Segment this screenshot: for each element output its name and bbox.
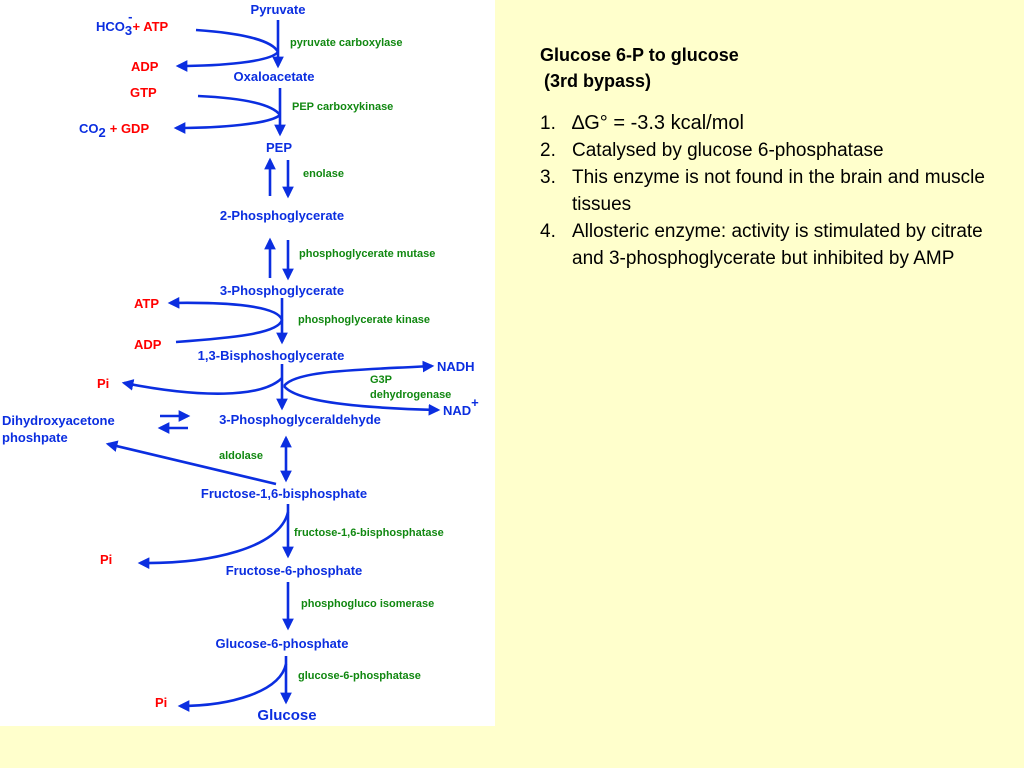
- list-item-text: Catalysed by glucose 6-phosphatase: [572, 140, 884, 161]
- list-item-number: 2.: [540, 140, 556, 161]
- enzyme-pyruvate-carboxylase: pyruvate carboxylase: [290, 37, 403, 49]
- cofactor-pi-2: Pi: [100, 552, 112, 567]
- arrow-pi-out-2: [137, 511, 290, 569]
- enzyme-g3p-line2: dehydrogenase: [370, 389, 451, 401]
- metabolite-pyruvate: Pyruvate: [251, 2, 306, 17]
- list-item-number: 3.: [540, 167, 556, 188]
- metabolite-dhap-line2: phoshpate: [2, 430, 68, 445]
- enzyme-phosphoglycerate-kinase: phosphoglycerate kinase: [298, 314, 430, 326]
- metabolite-glucose-6-phosphate: Glucose-6-phosphate: [216, 636, 349, 651]
- enzyme-pep-carboxykinase: PEP carboxykinase: [292, 101, 393, 113]
- metabolite-3-phosphoglycerate: 3-Phosphoglycerate: [220, 283, 344, 298]
- notes-panel: Glucose 6-P to glucose (3rd bypass) 1. ∆…: [540, 42, 1000, 272]
- list-item: 2. Catalysed by glucose 6-phosphatase: [540, 137, 1000, 164]
- cofactor-co2: CO2+ GDP: [79, 121, 149, 140]
- cofactor-gtp: GTP: [130, 85, 157, 100]
- list-item: 3. This enzyme is not found in the brain…: [540, 164, 1000, 218]
- arrow-gtp-in: [197, 94, 282, 116]
- list-item-number: 4.: [540, 221, 556, 242]
- metabolite-2-phosphoglycerate: 2-Phosphoglycerate: [220, 208, 344, 223]
- list-item-number: 1.: [540, 113, 556, 134]
- metabolite-oxaloacetate: Oxaloacetate: [234, 69, 315, 84]
- metabolite-1-3-bisphosphoglycerate: 1,3-Bisphoshoglycerate: [198, 348, 345, 363]
- enzyme-fructose-bisphosphatase: fructose-1,6-bisphosphatase: [294, 527, 444, 539]
- enzyme-phosphogluco-isomerase: phosphogluco isomerase: [301, 598, 434, 610]
- metabolite-fructose-6-phosphate: Fructose-6-phosphate: [226, 563, 363, 578]
- cofactor-pi-1: Pi: [97, 376, 109, 391]
- notes-title: Glucose 6-P to glucose: [540, 45, 739, 65]
- arrow-pi-out-3: [177, 663, 288, 712]
- arrow-adp-out-1: [175, 51, 280, 72]
- metabolite-pep: PEP: [266, 140, 292, 155]
- metabolite-3-phosphoglyceraldehyde: 3-Phosphoglyceraldehyde: [219, 412, 381, 427]
- list-item: 4. Allosteric enzyme: activity is stimul…: [540, 218, 1000, 272]
- arrow-adp-in-2: [175, 319, 284, 344]
- enzyme-glucose-6-phosphatase: glucose-6-phosphatase: [298, 670, 421, 682]
- enzyme-g3p-line1: G3P: [370, 374, 392, 386]
- list-item-text: Allosteric enzyme: activity is stimulate…: [572, 221, 983, 269]
- arrow-nad-out: [282, 385, 441, 416]
- metabolite-glucose: Glucose: [257, 707, 316, 724]
- list-item: 1. ∆G° = -3.3 kcal/mol: [540, 110, 1000, 137]
- enzyme-aldolase: aldolase: [219, 450, 263, 462]
- enzyme-phosphoglycerate-mutase: phosphoglycerate mutase: [299, 248, 435, 260]
- arrow-pi-out-1: [121, 377, 283, 395]
- cofactor-pi-3: Pi: [155, 695, 167, 710]
- cofactor-nadh: NADH: [437, 359, 475, 374]
- arrow-dhap-aldolase: [105, 440, 277, 486]
- list-item-text: ∆G° = -3.3 kcal/mol: [572, 112, 744, 134]
- cofactor-hco3: HCO3-+ ATP: [96, 9, 169, 38]
- arrow-nadh-in: [282, 360, 435, 387]
- cofactor-atp-2: ATP: [134, 296, 159, 311]
- arrow-gdp-out: [173, 113, 281, 134]
- metabolite-fructose-1-6-bisphosphate: Fructose-1,6-bisphosphate: [201, 486, 367, 501]
- metabolite-dhap-line1: Dihydroxyacetone: [2, 413, 115, 428]
- notes-list: 1. ∆G° = -3.3 kcal/mol 2. Catalysed by g…: [540, 110, 1000, 272]
- gluconeogenesis-diagram: Pyruvate Oxaloacetate PEP 2-Phosphoglyce…: [0, 0, 495, 726]
- enzyme-enolase: enolase: [303, 168, 344, 180]
- cofactor-adp-2: ADP: [134, 337, 162, 352]
- arrow-atp-out-2: [167, 296, 284, 321]
- list-item-text: This enzyme is not found in the brain an…: [572, 167, 985, 215]
- arrow-atp-in-1: [195, 28, 280, 53]
- pathway-svg: Pyruvate Oxaloacetate PEP 2-Phosphoglyce…: [2, 2, 479, 724]
- cofactor-nad: NAD+: [443, 395, 479, 418]
- cofactor-adp-1: ADP: [131, 59, 159, 74]
- notes-subtitle: (3rd bypass): [544, 71, 652, 91]
